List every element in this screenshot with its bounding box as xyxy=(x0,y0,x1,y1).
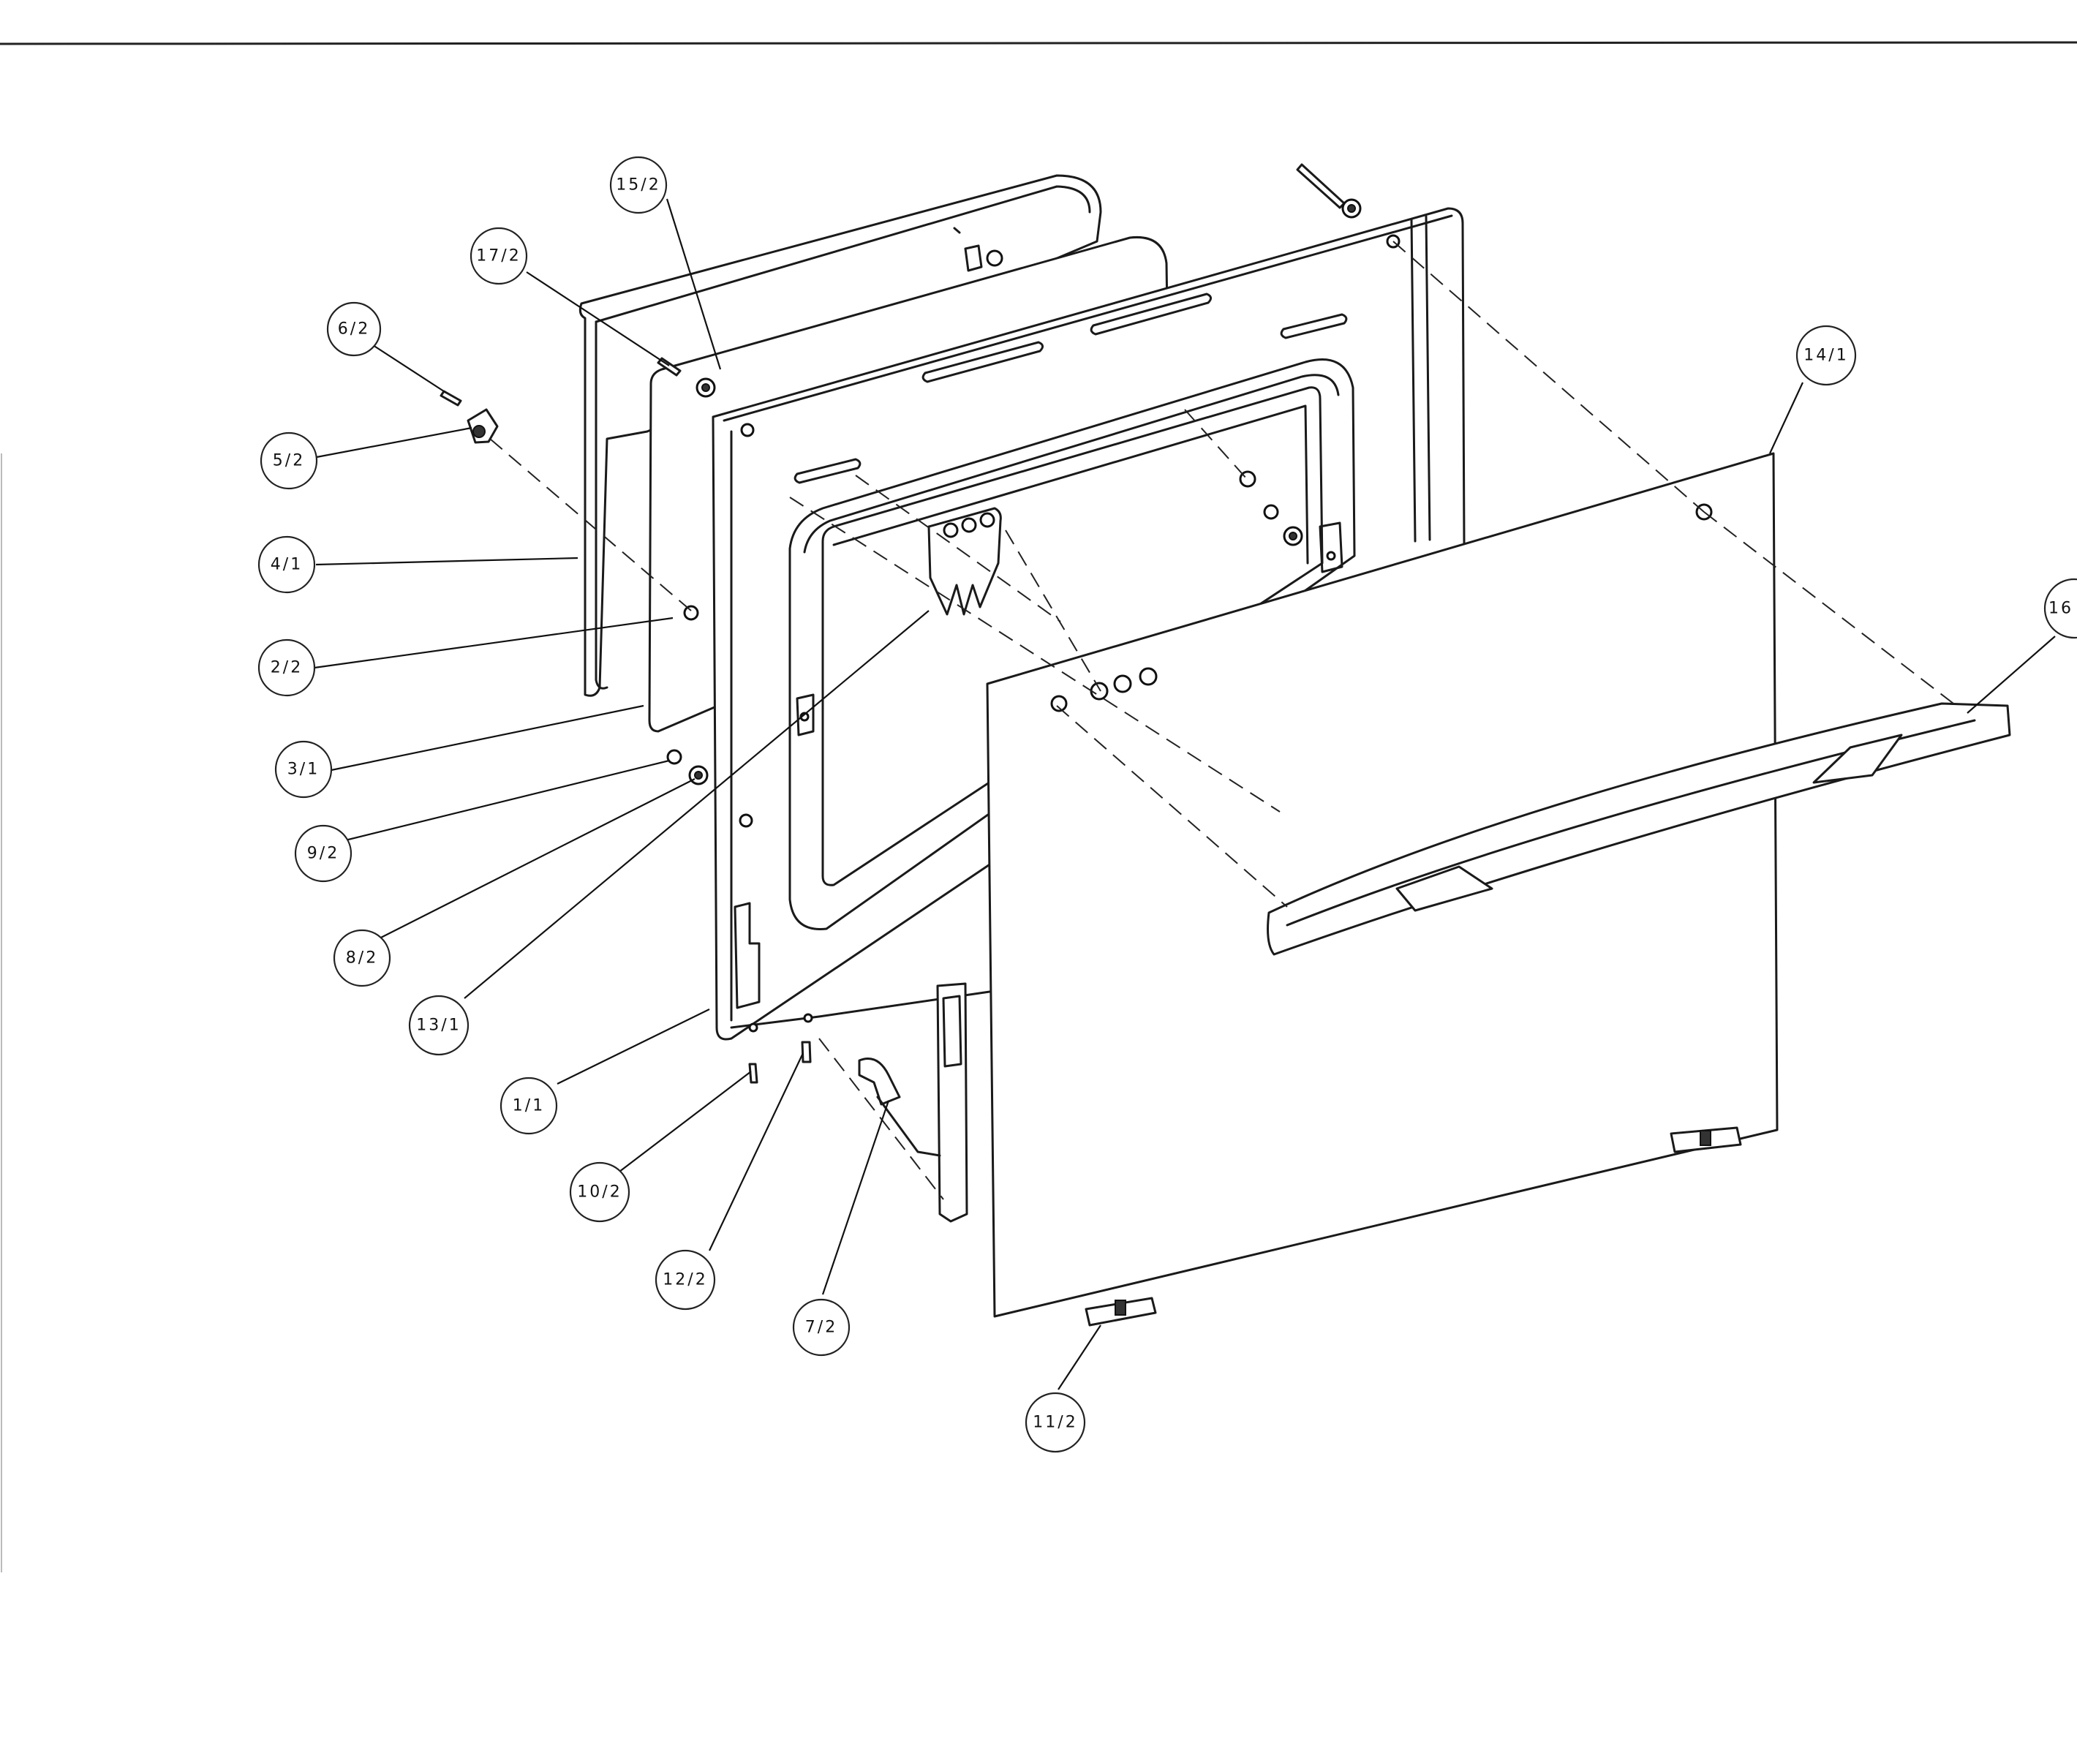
back-panel xyxy=(578,174,1102,697)
hinge-bracket xyxy=(927,507,1002,616)
top-border-line xyxy=(0,41,2077,45)
callout-2-2: 2/2 xyxy=(257,638,316,697)
callout-15-2: 15/2 xyxy=(609,156,668,214)
callout-14-1: 14/1 xyxy=(1795,325,1857,386)
assembly-lines xyxy=(489,241,1957,1200)
callout-8-2: 8/2 xyxy=(333,929,391,987)
door-frame xyxy=(712,207,1466,1041)
callout-label: 7/2 xyxy=(805,1319,837,1337)
callout-6-2: 6/2 xyxy=(326,301,382,357)
callout-7-2: 7/2 xyxy=(792,1298,851,1357)
callout-9-2: 9/2 xyxy=(294,824,353,883)
callout-17-2: 17/2 xyxy=(470,227,528,285)
callout-13-1: 13/1 xyxy=(408,995,470,1056)
callout-label: 15/2 xyxy=(616,176,660,195)
callout-1-1: 1/1 xyxy=(500,1077,558,1135)
callout-label: 8/2 xyxy=(346,949,378,968)
callout-12-2: 12/2 xyxy=(655,1249,716,1311)
hinge-arm xyxy=(858,982,968,1223)
callout-label: 13/1 xyxy=(416,1017,461,1035)
callout-label: 4/1 xyxy=(271,556,303,574)
callout-3-1: 3/1 xyxy=(274,740,333,799)
callout-label: 9/2 xyxy=(307,845,339,863)
callout-label: 16 xyxy=(2048,600,2073,618)
callout-label: 17/2 xyxy=(476,247,521,265)
top-hardware xyxy=(440,163,1362,1084)
callout-label: 10/2 xyxy=(577,1183,622,1202)
leader-lines xyxy=(314,198,2056,1390)
callout-4-1: 4/1 xyxy=(257,535,316,594)
callout-label: 3/1 xyxy=(287,761,320,779)
door-handle xyxy=(1267,702,2011,956)
callout-label: 5/2 xyxy=(273,452,305,470)
callout-label: 2/2 xyxy=(271,659,303,677)
callout-10-2: 10/2 xyxy=(569,1161,630,1223)
callout-11-2: 11/2 xyxy=(1025,1392,1086,1453)
callout-16: 16 xyxy=(2043,578,2077,639)
bottom-hinges xyxy=(1085,1126,1742,1327)
callout-label: 14/1 xyxy=(1803,347,1848,365)
callout-label: 6/2 xyxy=(338,320,370,339)
callout-label: 12/2 xyxy=(663,1271,707,1289)
callout-label: 11/2 xyxy=(1033,1414,1077,1432)
callout-label: 1/1 xyxy=(513,1097,545,1115)
callout-5-2: 5/2 xyxy=(260,431,318,490)
